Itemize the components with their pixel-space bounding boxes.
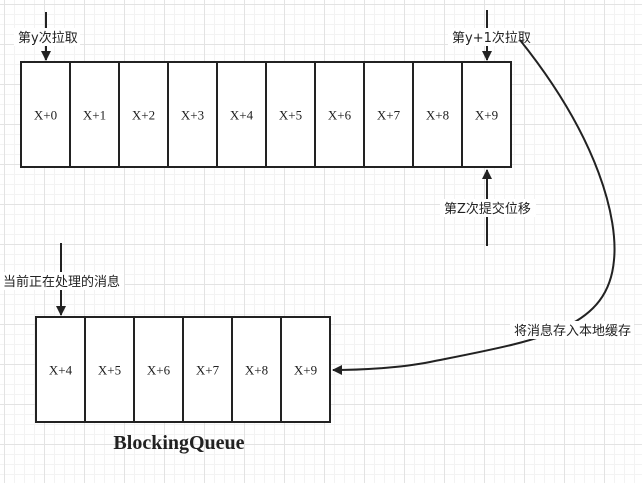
store-local-label-bg <box>510 321 634 339</box>
store-local-arrow <box>332 39 616 375</box>
pull-y-label-bg <box>14 28 80 46</box>
top-queue-cell-1 <box>69 61 120 168</box>
blocking-queue-cell-label-2: X+6 <box>147 363 171 378</box>
top-queue-cell-5 <box>265 61 316 168</box>
pull-y-label: 第y次拉取 <box>18 30 78 46</box>
blocking-queue-cell-3 <box>182 316 233 423</box>
store-local-label: 将消息存入本地缓存 <box>514 323 631 339</box>
top-queue-cell-9 <box>461 61 512 168</box>
pull-y1-label-bg <box>448 28 526 46</box>
pull-y1-label: 第y+1次拉取 <box>452 30 531 46</box>
top-queue-cell-label-6: X+6 <box>328 108 352 123</box>
blocking-queue-cell-label-3: X+7 <box>196 363 220 378</box>
top-queue-cell-label-1: X+1 <box>83 108 106 123</box>
top-queue-cell-label-8: X+8 <box>426 108 449 123</box>
current-processing-label-bg <box>0 272 124 290</box>
blocking-queue-cell-2 <box>133 316 184 423</box>
blocking-queue-cell-label-4: X+8 <box>245 363 268 378</box>
top-queue-cell-0 <box>20 61 71 168</box>
top-queue: X+0 X+1 X+2 X+3 X+4 X+5 X+6 X+7 X+8 X+9 <box>20 61 512 168</box>
commit-z-label: 第Z次提交位移 <box>444 201 531 217</box>
blocking-queue-cell-label-1: X+5 <box>98 363 121 378</box>
top-queue-cell-label-0: X+0 <box>34 108 57 123</box>
top-queue-cell-8 <box>412 61 463 168</box>
current-processing-label: 当前正在处理的消息 <box>3 274 120 290</box>
top-queue-cell-label-9: X+9 <box>475 108 498 123</box>
top-queue-cell-label-3: X+3 <box>181 108 204 123</box>
top-queue-cell-label-2: X+2 <box>132 108 155 123</box>
blocking-queue: X+4 X+5 X+6 X+7 X+8 X+9 <box>35 316 331 423</box>
top-queue-cell-2 <box>118 61 169 168</box>
blocking-queue-title: BlockingQueue <box>113 432 244 454</box>
blocking-queue-cell-label-0: X+4 <box>49 363 73 378</box>
top-queue-cell-6 <box>314 61 365 168</box>
top-queue-cell-label-4: X+4 <box>230 108 254 123</box>
commit-z-label-bg <box>440 199 536 217</box>
top-queue-cell-label-7: X+7 <box>377 108 401 123</box>
top-queue-cell-4 <box>216 61 267 168</box>
blocking-queue-cell-1 <box>84 316 135 423</box>
top-queue-cell-label-5: X+5 <box>279 108 302 123</box>
top-queue-cell-7 <box>363 61 414 168</box>
blocking-queue-cell-5 <box>280 316 331 423</box>
blocking-queue-cell-label-5: X+9 <box>294 363 317 378</box>
